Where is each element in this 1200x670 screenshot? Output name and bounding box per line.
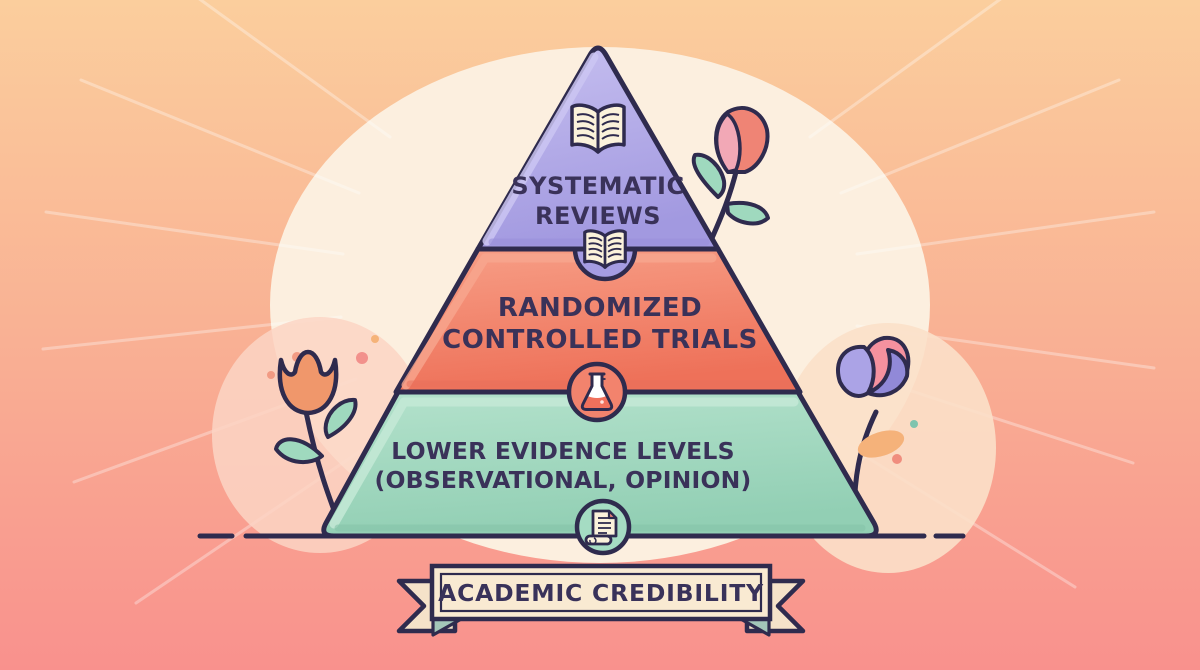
tier-highlight <box>329 397 799 529</box>
tulip-bloom <box>277 349 339 416</box>
tier-lower-evidence <box>321 389 879 539</box>
open-book-icon <box>583 229 627 269</box>
tulip-petal <box>714 112 742 174</box>
leaf <box>691 152 727 199</box>
tier-highlight <box>401 253 717 390</box>
scroll-medallion <box>574 498 632 556</box>
banner-ribbon <box>396 563 806 637</box>
right-flower-purple <box>836 335 911 535</box>
scroll-icon <box>584 509 618 546</box>
leaf <box>725 200 770 226</box>
flask-medallion <box>566 361 628 423</box>
flower-petal-right <box>866 348 910 398</box>
ribbon-inner-border <box>439 572 763 613</box>
leaf <box>323 397 358 439</box>
leaf-blob <box>857 430 905 458</box>
flask-icon <box>580 372 614 411</box>
top-right-flower-pink-tulip <box>691 106 770 255</box>
flower-petal-left <box>836 344 876 398</box>
leaf <box>274 437 324 464</box>
open-book-icon <box>570 103 626 154</box>
tier-highlight <box>482 52 599 246</box>
